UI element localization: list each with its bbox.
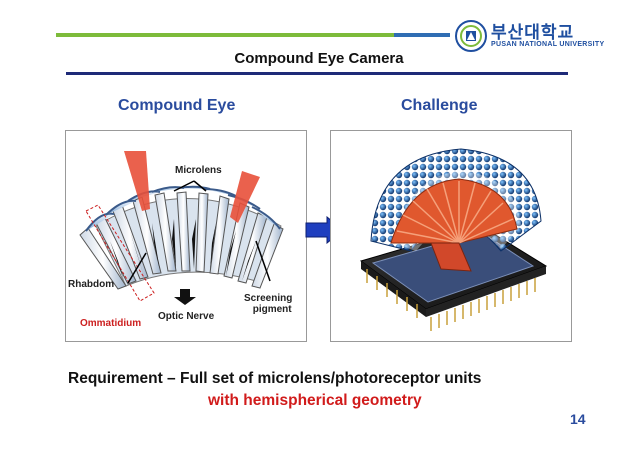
- university-seal-icon: [455, 20, 487, 52]
- ommatidium-outline: [85, 204, 155, 302]
- compound-eye-diagram-panel: Microlens Rhabdom Ommatidium Optic Nerve…: [65, 130, 307, 342]
- microlens-label: Microlens: [175, 165, 222, 176]
- down-arrow-icon: [174, 289, 196, 305]
- university-logo: 부산대학교 PUSAN NATIONAL UNIVERSITY: [455, 18, 615, 56]
- hemispherical-camera-illustration: [359, 148, 548, 331]
- ommatidia-fan: [79, 185, 284, 290]
- hemispherical-dome: [370, 148, 542, 272]
- compound-eye-heading: Compound Eye: [118, 97, 236, 114]
- light-ray-left: [124, 151, 150, 211]
- requirement-highlight-text: with hemispherical geometry: [208, 392, 422, 409]
- ommatidium-label: Ommatidium: [80, 318, 142, 329]
- logo-korean-text: 부산대학교: [491, 23, 575, 42]
- slide-title: Compound Eye Camera: [234, 50, 404, 67]
- requirement-text: Requirement – Full set of microlens/phot…: [68, 370, 482, 387]
- challenge-image-panel: [330, 130, 572, 342]
- light-ray-right: [230, 171, 260, 223]
- optic-nerve-label: Optic Nerve: [158, 311, 215, 322]
- logo-english-text: PUSAN NATIONAL UNIVERSITY: [491, 41, 605, 48]
- title-underline: [66, 72, 568, 75]
- challenge-heading: Challenge: [401, 97, 478, 114]
- rhabdom-label: Rhabdom: [68, 279, 115, 290]
- compound-eye-diagram: [79, 151, 284, 305]
- header-blue-bar: [394, 33, 450, 37]
- header-green-bar: [56, 33, 394, 37]
- page-number: 14: [570, 411, 586, 427]
- screening-pigment-label: Screening pigment: [244, 293, 293, 315]
